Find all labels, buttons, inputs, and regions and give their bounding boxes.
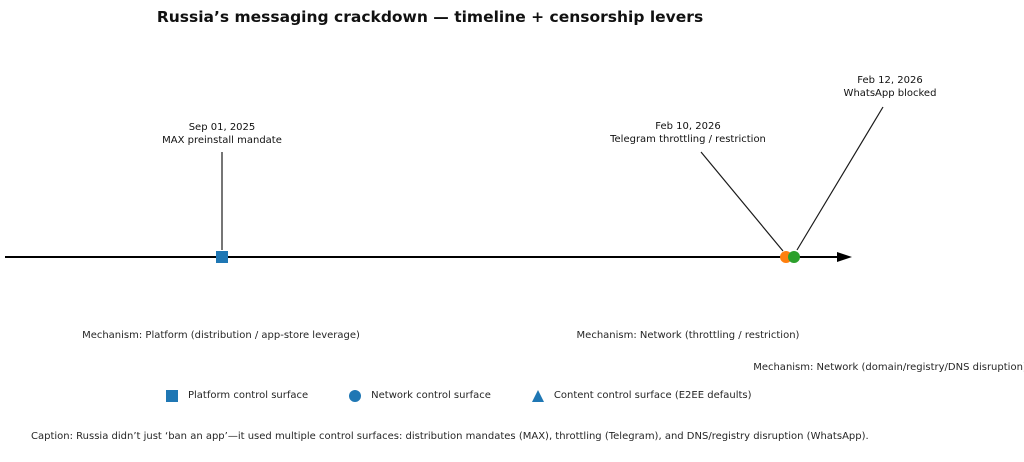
mechanism-label-network-throttling: Mechanism: Network (throttling / restric…	[576, 330, 800, 341]
triangle-marker-icon	[531, 388, 545, 402]
legend: Platform control surface Network control…	[165, 388, 752, 402]
mechanism-label-platform: Mechanism: Platform (distribution / app-…	[82, 330, 360, 341]
annotation-telegram-date: Feb 10, 2026	[655, 121, 721, 132]
annotation-telegram-label: Telegram throttling / restriction	[610, 134, 766, 145]
circle-marker-icon	[348, 388, 362, 402]
annotation-max: Sep 01, 2025 MAX preinstall mandate	[162, 121, 282, 147]
legend-label-network: Network control surface	[371, 389, 491, 401]
annotation-max-label: MAX preinstall mandate	[162, 135, 282, 146]
annotation-max-date: Sep 01, 2025	[188, 122, 256, 133]
mechanism-label-network-dns: Mechanism: Network (domain/registry/DNS …	[753, 362, 1024, 373]
marker-max-square-icon	[216, 251, 228, 263]
square-marker-icon	[165, 388, 179, 402]
leader-line-telegram	[700, 151, 784, 252]
legend-item-content: Content control surface (E2EE defaults)	[531, 388, 752, 402]
leader-line-whatsapp	[796, 106, 884, 251]
legend-label-platform: Platform control surface	[188, 389, 309, 401]
chart-caption: Caption: Russia didn’t just ‘ban an app’…	[31, 431, 869, 442]
legend-item-platform: Platform control surface	[165, 388, 308, 402]
legend-item-network: Network control surface	[348, 388, 491, 402]
marker-whatsapp-circle-icon	[788, 251, 800, 263]
annotation-whatsapp: Feb 12, 2026 WhatsApp blocked	[844, 74, 937, 100]
annotation-telegram: Feb 10, 2026 Telegram throttling / restr…	[610, 120, 766, 146]
legend-label-content: Content control surface (E2EE defaults)	[553, 389, 752, 401]
annotation-whatsapp-date: Feb 12, 2026	[857, 75, 923, 86]
annotation-whatsapp-label: WhatsApp blocked	[843, 88, 937, 99]
chart-title: Russia’s messaging crackdown — timeline …	[156, 8, 704, 26]
axis-arrowhead-icon	[837, 252, 852, 262]
